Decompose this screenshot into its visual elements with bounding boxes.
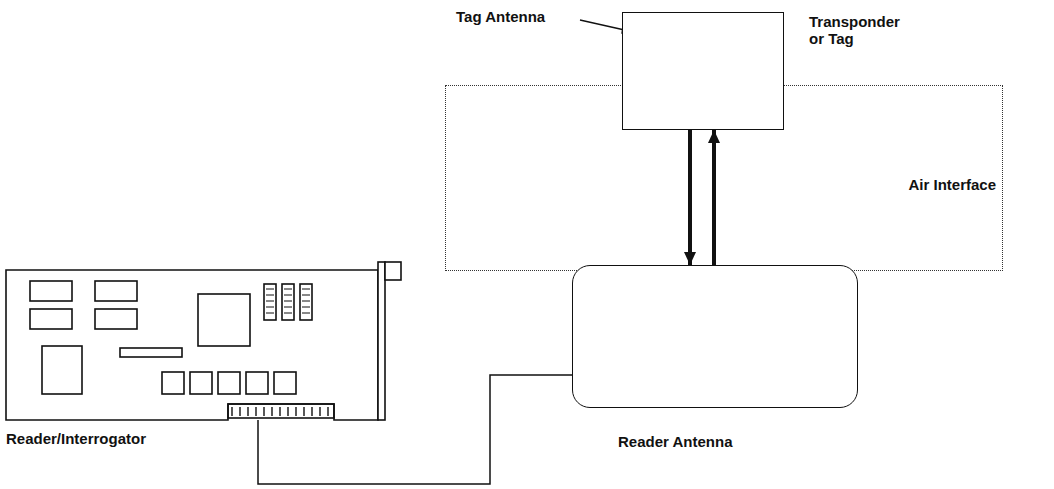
- node-label: Transponder or Tag: [809, 13, 901, 47]
- node-label: Reader Antenna: [618, 433, 732, 450]
- reader-board: [6, 262, 401, 420]
- reader-antenna: Reader Antenna: [572, 265, 858, 408]
- connector-line: [712, 130, 716, 265]
- reader-interrogator: Reader/Interrogator: [6, 268, 378, 420]
- edge-fingers: [232, 407, 328, 416]
- arrowhead: [684, 252, 696, 265]
- arrowhead: [708, 130, 720, 143]
- connector-line: [688, 130, 692, 265]
- part-label: Tag Antenna: [456, 8, 545, 25]
- transponder-tag: Transponder or Tag: [622, 12, 784, 130]
- chip-pins: [266, 289, 310, 313]
- signal-arrow: [708, 130, 720, 265]
- signal-arrow: [684, 130, 696, 265]
- node-label: Air Interface: [908, 176, 996, 193]
- connector-line: [258, 375, 572, 484]
- antenna-cable: [258, 375, 572, 484]
- node-label: Reader/Interrogator: [6, 430, 146, 447]
